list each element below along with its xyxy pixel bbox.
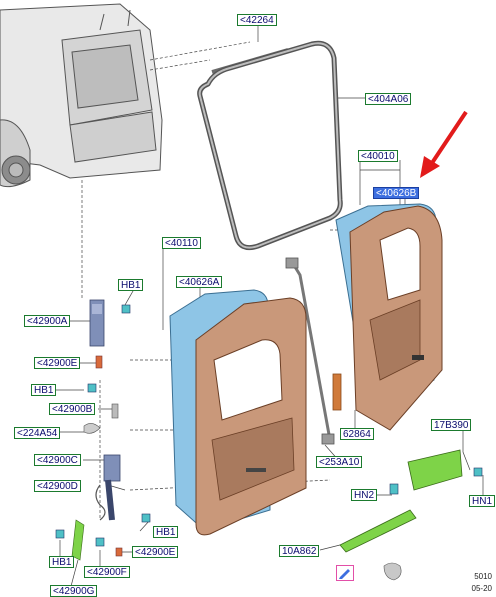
callout-224a54[interactable]: <224A54 — [14, 427, 61, 439]
pen-icon[interactable] — [336, 565, 354, 581]
green-trim-strip — [339, 509, 417, 553]
callout-42900a[interactable]: <42900A — [24, 315, 71, 327]
right-door-assembly — [335, 203, 443, 431]
callout-hb1-bottom[interactable]: HB1 — [153, 526, 179, 538]
drawing-ref-top: 5010 — [474, 572, 492, 581]
callout-62864[interactable]: 62864 — [340, 428, 374, 440]
callout-40110[interactable]: <40110 — [162, 237, 201, 249]
callout-17b390[interactable]: 17B390 — [431, 419, 472, 431]
callout-42900g[interactable]: <42900G — [50, 585, 98, 597]
callout-hb1-mid[interactable]: HB1 — [31, 384, 57, 396]
callout-hn1[interactable]: HN1 — [469, 495, 496, 507]
drawing-ref-bottom: 05-20 — [471, 584, 492, 593]
left-door-assembly — [169, 289, 307, 536]
callout-42264[interactable]: <42264 — [237, 14, 277, 26]
callout-40626b[interactable]: <40626B — [373, 187, 420, 199]
pen-glyph — [339, 569, 350, 579]
vehicle-rear-sketch — [0, 3, 163, 188]
callout-253a10[interactable]: <253A10 — [316, 456, 363, 468]
callout-42900e-top[interactable]: <42900E — [34, 357, 81, 369]
callout-404a06[interactable]: <404A06 — [365, 93, 412, 105]
callout-hb1-left[interactable]: HB1 — [49, 556, 75, 568]
upper-hinge — [89, 299, 105, 347]
callout-42900d[interactable]: <42900D — [34, 480, 81, 492]
door-weatherstrip — [197, 40, 343, 251]
callout-40010[interactable]: <40010 — [358, 150, 398, 162]
callout-hb1-top[interactable]: HB1 — [118, 279, 144, 291]
red-indicator-arrow — [420, 110, 468, 178]
fasteners — [55, 304, 483, 581]
trim-strip — [332, 373, 342, 411]
callout-42900e-bottom[interactable]: <42900E — [132, 546, 179, 558]
callout-10a862[interactable]: 10A862 — [279, 545, 320, 557]
callout-42900b[interactable]: <42900B — [49, 403, 96, 415]
callout-42900f[interactable]: <42900F — [84, 566, 130, 578]
lower-hinge — [95, 454, 121, 521]
green-pad — [407, 449, 463, 491]
callout-40626a[interactable]: <40626A — [176, 276, 223, 288]
callout-hn2[interactable]: HN2 — [351, 489, 378, 501]
callout-42900c[interactable]: <42900C — [34, 454, 81, 466]
